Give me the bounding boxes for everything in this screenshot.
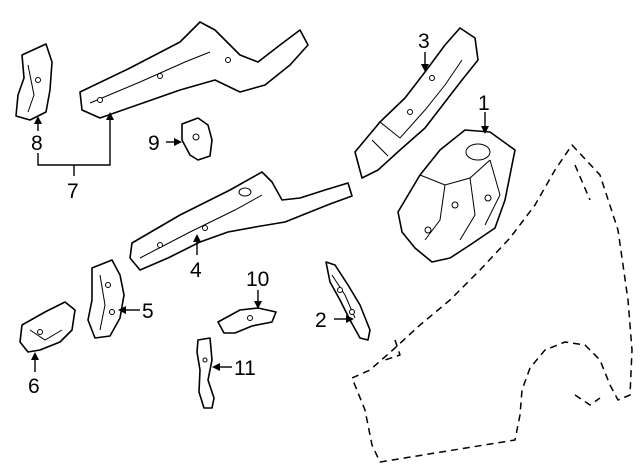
callout-5: 5 [118,300,154,323]
arrow-right-icon [346,315,354,323]
callout-1: 1 [478,92,490,134]
callout-number: 10 [246,268,269,291]
arrow-down-icon [481,126,489,134]
callout-11: 11 [212,357,256,380]
callout-number: 6 [28,375,40,398]
arrow-down-icon [254,301,262,309]
arrow-left-icon [118,306,126,314]
callout-2: 2 [315,309,354,332]
part-4-lower-rail [129,171,353,271]
callout-7: 7 [37,112,114,203]
callout-number: 8 [31,132,43,155]
callout-number: 5 [142,300,154,323]
callout-number: 4 [190,259,202,282]
part-5-reinforcement [87,259,125,339]
arrow-left-icon [212,363,220,371]
part-2-bracket [325,261,371,341]
arrow-right-icon [174,138,182,146]
callout-number: 9 [148,132,160,155]
callout-4: 4 [190,234,202,282]
callout-number: 7 [67,180,79,203]
callout-number: 11 [234,357,256,380]
callout-6: 6 [28,352,40,398]
callout-3: 3 [418,30,430,72]
part-3-upper-rail [354,27,479,179]
callout-number: 1 [478,92,490,115]
part-7-side-member [79,21,309,119]
part-1-apron-assembly [397,129,516,263]
part-11-vertical-brace [196,337,215,409]
callout-8: 8 [31,116,43,155]
part-9-small-bracket [181,117,213,161]
fender-outline [351,144,633,463]
arrow-up-icon [193,234,201,242]
callout-9: 9 [148,132,182,155]
part-6-lower-bracket [19,301,76,353]
part-10-brace [217,307,277,334]
part-8-end-bracket [15,43,53,121]
arrow-up-icon [31,352,39,360]
callout-number: 3 [418,30,430,53]
callout-number: 2 [315,309,327,332]
callout-10: 10 [246,268,269,309]
arrow-up-icon [106,112,114,120]
arrow-up-icon [34,116,42,124]
arrow-down-icon [421,64,429,72]
